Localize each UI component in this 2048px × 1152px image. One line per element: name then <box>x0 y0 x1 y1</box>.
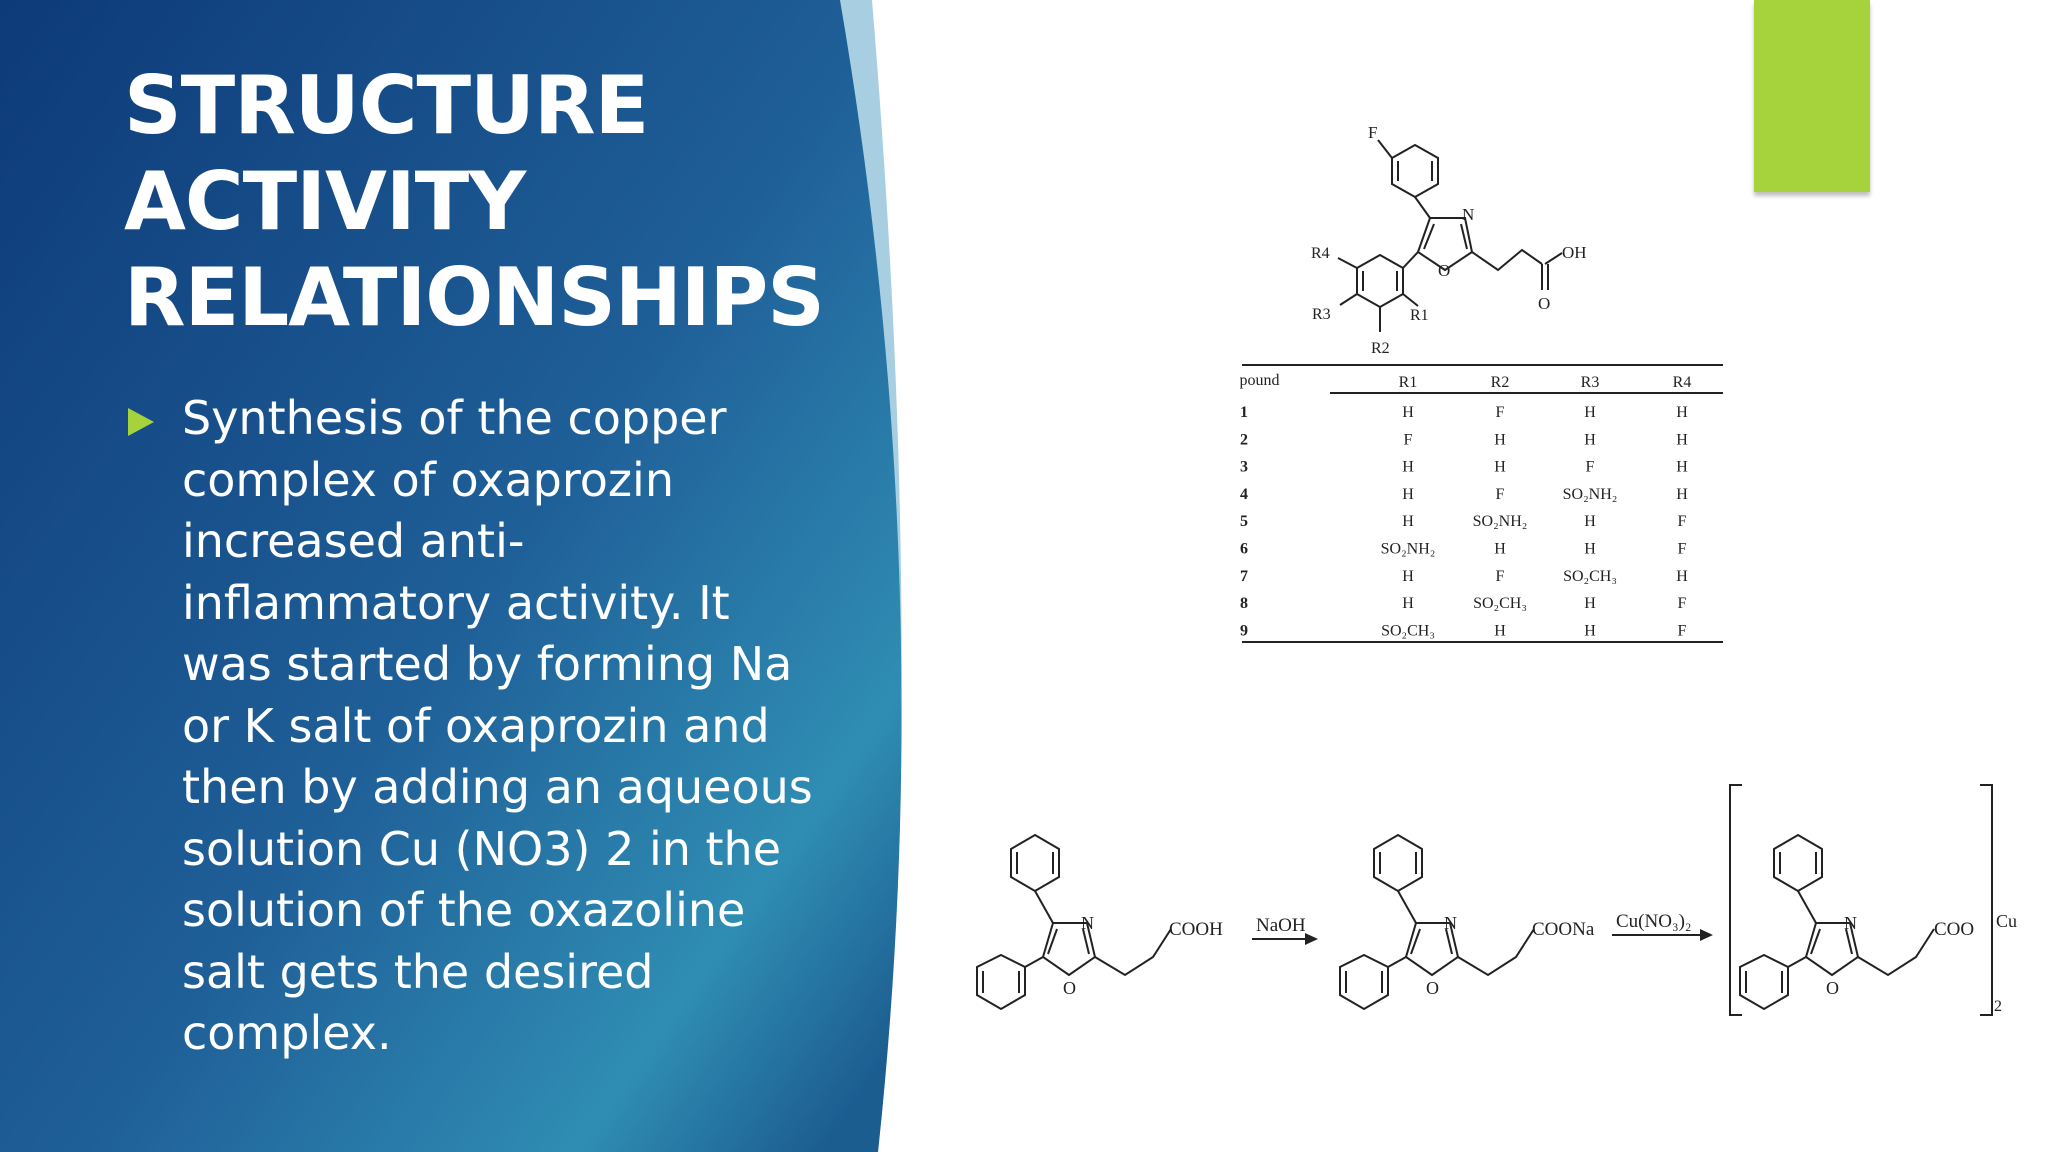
table-cell: H <box>1402 595 1414 612</box>
table-header-r3: R3 <box>1581 374 1600 391</box>
bracket-subscript: 2 <box>1994 998 2002 1015</box>
sar-structure <box>1337 139 1563 332</box>
table-cell: H <box>1584 404 1596 421</box>
mol1-group-label: COOH <box>1169 919 1223 940</box>
table-header-r1: R1 <box>1399 374 1418 391</box>
atom-label-oh: OH <box>1562 243 1587 262</box>
table-cell-compound-id: 3 <box>1240 459 1248 476</box>
reagent-2-label: Cu(NO₃)₂ <box>1616 911 1692 932</box>
table-cell: H <box>1584 431 1596 448</box>
table-cell: H <box>1676 404 1688 421</box>
mol2-n-label: N <box>1444 913 1457 933</box>
atom-label-n: N <box>1462 205 1474 224</box>
table-cell: SO₂NH₂ <box>1563 486 1618 503</box>
molecule-copper-complex: N O COO <box>1739 834 1974 1010</box>
table-cell: H <box>1402 568 1414 585</box>
molecule-sodium-salt: N O COONa <box>1339 834 1595 1010</box>
table-cell: H <box>1584 622 1596 639</box>
table-cell: F <box>1496 568 1505 585</box>
table-cell: H <box>1494 541 1506 558</box>
table-cell-compound-id: 2 <box>1240 431 1248 448</box>
sar-atom-labels: F N O OH O R4 R3 R1 R2 <box>1311 123 1587 357</box>
synthesis-scheme: N O COOH NaOH N O COONa Cu(NO₃)₂ N O COO… <box>976 784 2017 1016</box>
table-cell: H <box>1494 459 1506 476</box>
table-cell: SO₂CH₃ <box>1473 595 1527 612</box>
table-cell: H <box>1494 431 1506 448</box>
table-cell-compound-id: 4 <box>1240 486 1248 503</box>
sar-figure: F N O OH O R4 R3 R1 R2 CompoundR1R2R3R41… <box>1240 123 1723 643</box>
table-cell: H <box>1402 513 1414 530</box>
table-cell: SO₂CH₃ <box>1563 568 1617 585</box>
table-cell: H <box>1494 622 1506 639</box>
table-cell: F <box>1586 459 1595 476</box>
blue-panel <box>0 0 902 1152</box>
title-line-2: ACTIVITY <box>124 155 526 248</box>
metal-label: Cu <box>1996 911 2017 931</box>
table-cell-compound-id: 9 <box>1240 622 1248 639</box>
table-cell: H <box>1676 459 1688 476</box>
table-cell: F <box>1404 431 1413 448</box>
table-cell-compound-id: 7 <box>1240 568 1248 585</box>
table-cell: SO₂NH₂ <box>1381 541 1436 558</box>
table-cell: F <box>1678 513 1687 530</box>
table-cell-compound-id: 8 <box>1240 595 1248 612</box>
reagent-1-label: NaOH <box>1256 915 1306 936</box>
bullet-text: Synthesis of the copper complex of oxapr… <box>182 391 813 1060</box>
compound-table: CompoundR1R2R3R41HFHH2FHHH3HHFH4HFSO₂NH₂… <box>1240 372 1691 639</box>
table-cell: SO₂CH₃ <box>1381 622 1435 639</box>
reaction-arrow-1: NaOH <box>1252 915 1318 945</box>
atom-label-o: O <box>1438 261 1450 280</box>
table-header-r4: R4 <box>1673 374 1692 391</box>
mol3-o-label: O <box>1826 978 1839 998</box>
accent-tab <box>1754 0 1870 192</box>
table-cell: H <box>1402 459 1414 476</box>
right-bracket <box>1980 784 1993 1016</box>
molecule-oxaprozin: N O COOH <box>976 834 1223 1010</box>
table-cell: H <box>1402 404 1414 421</box>
table-cell-compound-id: 5 <box>1240 513 1248 530</box>
table-header-r2: R2 <box>1491 374 1510 391</box>
table-cell: F <box>1678 595 1687 612</box>
table-cell: H <box>1584 513 1596 530</box>
mol3-group-label: COO <box>1934 919 1974 940</box>
title-line-1: STRUCTURE <box>124 59 649 152</box>
table-cell: H <box>1676 431 1688 448</box>
table-cell: H <box>1676 486 1688 503</box>
slide-title: STRUCTURE ACTIVITY RELATIONSHIPS <box>124 58 825 346</box>
table-cell: F <box>1496 486 1505 503</box>
left-bracket <box>1729 784 1742 1016</box>
bullet-arrow-icon <box>128 408 154 436</box>
table-cell: F <box>1678 541 1687 558</box>
table-cell: H <box>1584 595 1596 612</box>
table-cell-compound-id: 6 <box>1240 541 1248 558</box>
atom-label-r2: R2 <box>1371 340 1390 357</box>
reaction-arrow-2: Cu(NO₃)₂ <box>1612 911 1713 941</box>
mol2-o-label: O <box>1426 978 1439 998</box>
table-cell: H <box>1402 486 1414 503</box>
atom-label-carbonyl-o: O <box>1538 294 1550 313</box>
mol2-group-label: COONa <box>1532 919 1595 940</box>
mol1-o-label: O <box>1063 978 1076 998</box>
table-cell: F <box>1678 622 1687 639</box>
title-line-3: RELATIONSHIPS <box>124 251 825 344</box>
table-cell: H <box>1584 541 1596 558</box>
mol3-n-label: N <box>1844 913 1857 933</box>
atom-label-f: F <box>1368 123 1377 142</box>
atom-label-r4: R4 <box>1311 245 1330 262</box>
table-cell: H <box>1676 568 1688 585</box>
table-cell: SO₂NH₂ <box>1473 513 1528 530</box>
table-cell: F <box>1496 404 1505 421</box>
mol1-n-label: N <box>1081 913 1094 933</box>
table-cell-compound-id: 1 <box>1240 404 1248 421</box>
table-header-compound: Compound <box>1240 372 1280 389</box>
atom-label-r1: R1 <box>1410 307 1429 324</box>
atom-label-r3: R3 <box>1312 306 1331 323</box>
